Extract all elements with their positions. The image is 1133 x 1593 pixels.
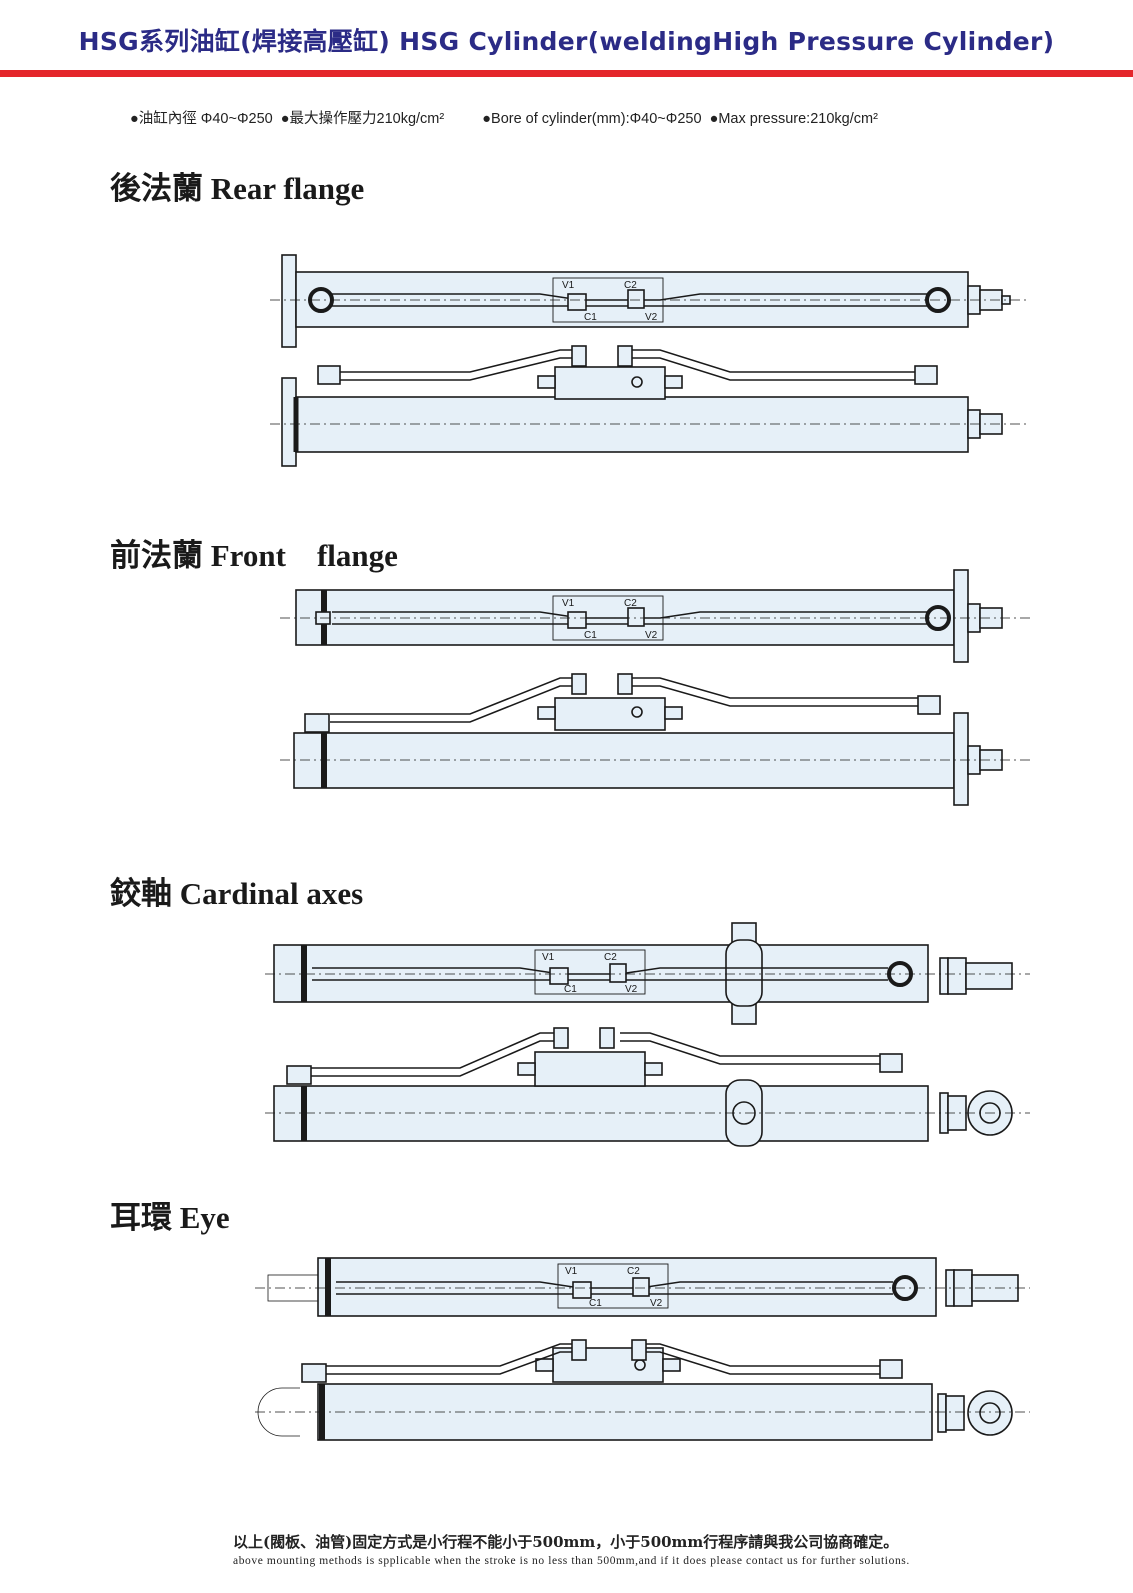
section-heading-eye: 耳環 Eye bbox=[110, 1200, 230, 1235]
label-v2: V2 bbox=[625, 984, 638, 995]
footer-note-en: above mounting methods is spplicable whe… bbox=[233, 1555, 910, 1567]
label-v1: V1 bbox=[562, 280, 575, 291]
front-flange-plate-top bbox=[953, 569, 969, 663]
spec-bore-cn: ●油缸內徑 Φ40~Φ250 bbox=[130, 111, 273, 127]
drawing-cardinal-axes: V1 C2 C1 V2 bbox=[0, 918, 1133, 1158]
label-c1: C1 bbox=[589, 1298, 602, 1309]
spec-bore-en: ●Bore of cylinder(mm):Φ40~Φ250 bbox=[482, 111, 702, 127]
spec-pressure-en: ●Max pressure:210kg/cm² bbox=[709, 111, 878, 127]
cylinder-barrel-top bbox=[317, 1257, 937, 1317]
cylinder-barrel-side bbox=[273, 1085, 929, 1142]
valve-block-side bbox=[534, 1051, 646, 1087]
header-red-rule bbox=[0, 70, 1133, 77]
label-c2: C2 bbox=[624, 280, 637, 291]
page-title: HSG系列油缸(焊接高壓缸) HSG Cylinder(weldingHigh … bbox=[78, 27, 1055, 56]
label-c2: C2 bbox=[627, 1266, 640, 1277]
footer-note-cn: 以上(閥板、油管)固定方式是小行程不能小于500mm，小于500mm行程序請與我… bbox=[233, 1533, 899, 1551]
cylinder-barrel-side bbox=[295, 396, 969, 453]
section-heading-front-flange: 前法蘭 Front flange bbox=[110, 538, 398, 573]
drawing-front-flange: V1 C2 C1 V2 bbox=[0, 568, 1133, 818]
valve-block-side bbox=[554, 697, 666, 731]
label-v1: V1 bbox=[565, 1266, 578, 1277]
spec-line: ●油缸內徑 Φ40~Φ250 ●最大操作壓力210kg/cm² ●Bore of… bbox=[130, 107, 882, 128]
label-v2: V2 bbox=[650, 1298, 663, 1309]
label-c2: C2 bbox=[624, 598, 637, 609]
label-v1: V1 bbox=[562, 598, 575, 609]
label-c1: C1 bbox=[564, 984, 577, 995]
section-heading-cardinal-axes: 鉸軸 Cardinal axes bbox=[110, 876, 364, 911]
section-heading-rear-flange: 後法蘭 Rear flange bbox=[110, 171, 365, 206]
valve-block-side bbox=[554, 366, 666, 400]
label-v1: V1 bbox=[542, 952, 555, 963]
label-c1: C1 bbox=[584, 630, 597, 641]
rear-flange-plate-top bbox=[281, 254, 297, 348]
label-v2: V2 bbox=[645, 630, 658, 641]
label-c1: C1 bbox=[584, 312, 597, 323]
cylinder-barrel-side bbox=[293, 732, 955, 789]
drawing-rear-flange: V1 C2 C1 V2 bbox=[0, 250, 1133, 480]
spec-pressure-cn: ●最大操作壓力210kg/cm² bbox=[280, 111, 445, 127]
label-v2: V2 bbox=[645, 312, 658, 323]
label-c2: C2 bbox=[604, 952, 617, 963]
port-circle-right bbox=[925, 287, 951, 313]
front-flange-plate-side bbox=[953, 712, 969, 806]
trunnion-bottom bbox=[731, 1003, 757, 1025]
drawing-eye: V1 C2 C1 V2 bbox=[0, 1248, 1133, 1478]
